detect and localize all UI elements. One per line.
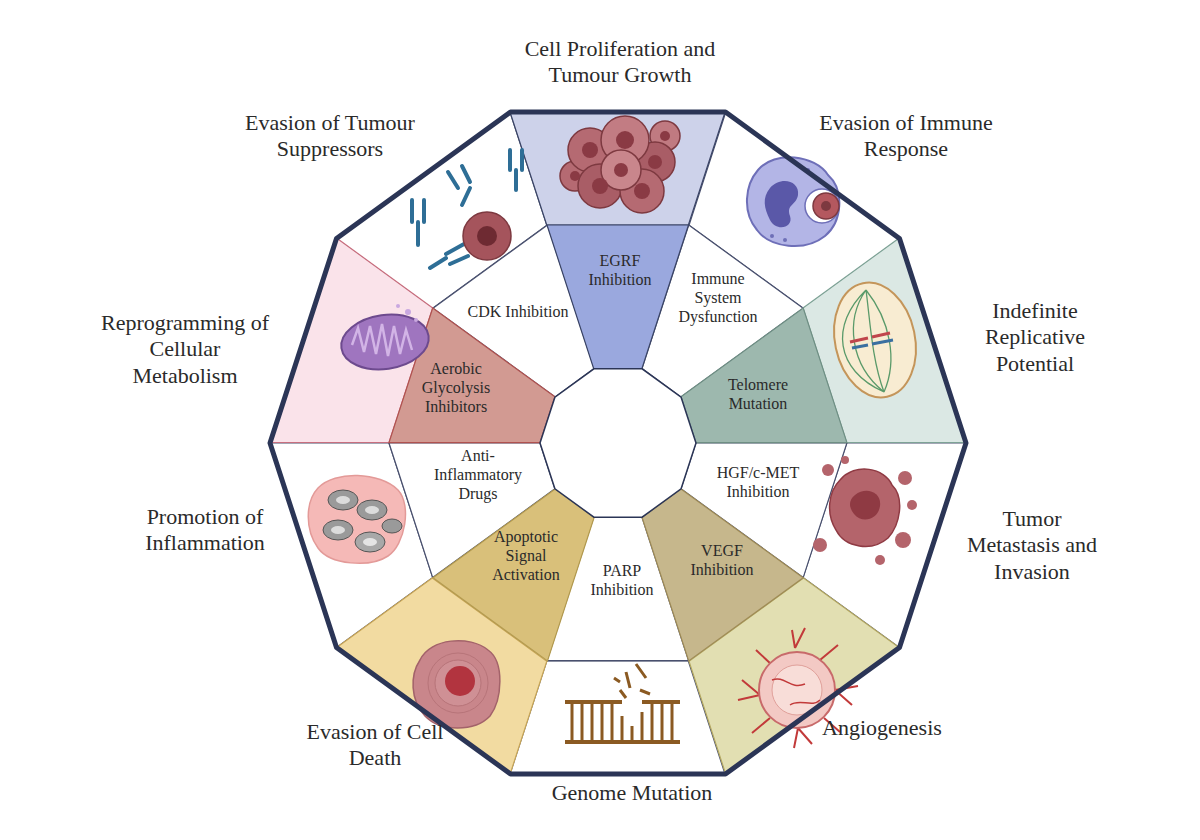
outer-border <box>270 112 966 774</box>
therapy-label: VEGF Inhibition <box>677 541 767 579</box>
sector-outline <box>389 308 555 443</box>
sector-outline <box>510 112 725 225</box>
therapy-label: EGRF Inhibition <box>575 251 665 289</box>
hallmark-label: Evasion of Tumour Suppressors <box>235 110 425 163</box>
hallmark-label: Evasion of Immune Response <box>817 110 995 163</box>
sector-outline <box>433 489 594 661</box>
therapy-label: HGF/c-MET Inhibition <box>708 463 808 501</box>
sector-outline <box>547 225 689 369</box>
sector-outline <box>510 661 725 774</box>
therapy-sector: Telomere Mutation <box>681 308 847 443</box>
therapy-sector: EGRF Inhibition <box>547 225 689 369</box>
hallmark-label: Cell Proliferation and Tumour Growth <box>500 36 740 89</box>
therapy-label: PARP Inhibition <box>582 561 662 599</box>
hallmark-label: Indefinite Replicative Potential <box>970 298 1100 377</box>
hallmark-sector: Cell Proliferation and Tumour Growth <box>510 112 725 225</box>
therapy-label: Telomere Mutation <box>713 375 803 413</box>
therapy-label: Apoptotic Signal Activation <box>486 527 566 585</box>
therapy-sector: VEGF Inhibition <box>642 489 803 661</box>
sector-shape <box>510 661 725 774</box>
hallmark-label: Promotion of Inflammation <box>125 504 285 557</box>
sector-shape <box>510 112 725 225</box>
therapy-label: CDK Inhibition <box>458 302 578 321</box>
sector-outline <box>681 308 847 443</box>
sector-shape <box>547 225 689 369</box>
hallmark-label: Genome Mutation <box>507 780 757 806</box>
sector-shape <box>681 308 847 443</box>
sector-outline <box>642 489 803 661</box>
hallmark-label: Evasion of Cell Death <box>295 719 455 772</box>
hallmark-label: Reprogramming of Cellular Metabolism <box>95 310 275 389</box>
therapy-sector: Aerobic Glycolysis Inhibitors <box>389 308 555 443</box>
therapy-label: Anti-Inflammatory Drugs <box>431 446 526 504</box>
hallmark-sector: Genome Mutation <box>510 661 725 774</box>
hallmark-label: Tumor Metastasis and Invasion <box>957 506 1107 585</box>
therapy-label: Immune System Dysfunction <box>670 269 765 327</box>
hallmark-label: Angiogenesis <box>782 715 982 741</box>
therapy-label: Aerobic Glycolysis Inhibitors <box>411 359 501 417</box>
therapy-sector: Apoptotic Signal Activation <box>433 489 594 661</box>
